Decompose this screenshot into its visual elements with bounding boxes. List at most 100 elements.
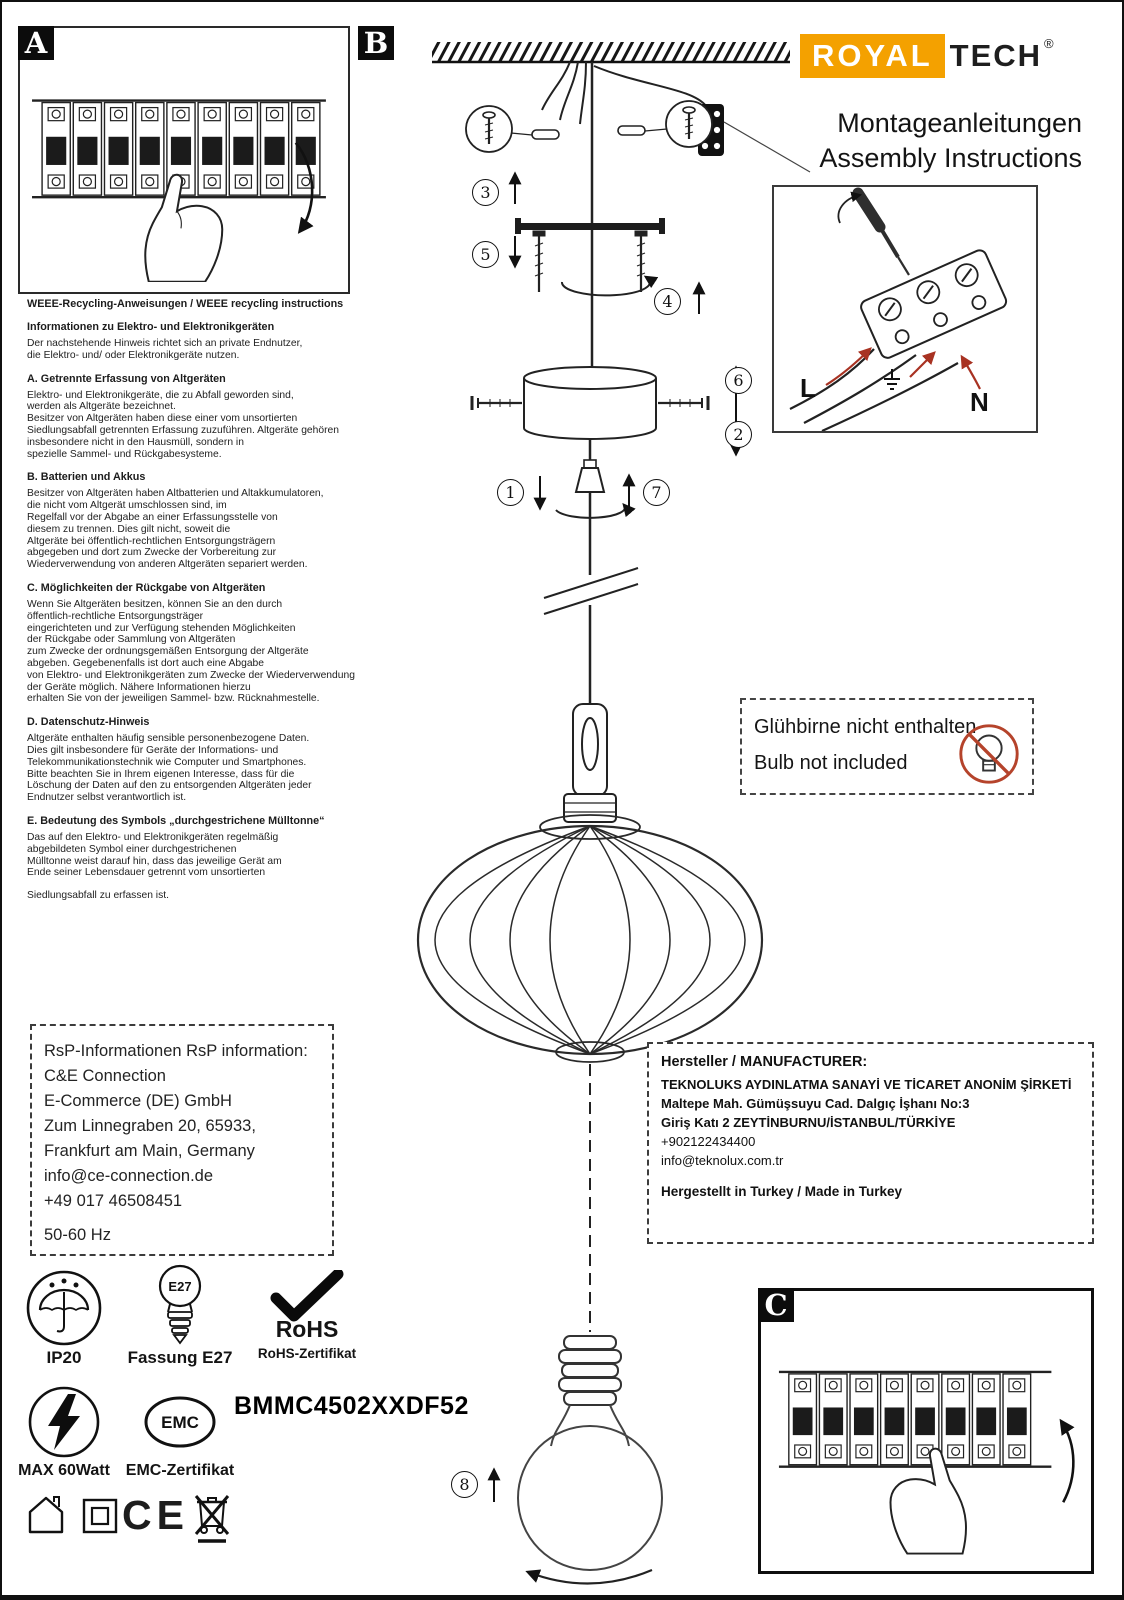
panel-c-label: C [758, 1288, 794, 1322]
house-icon [28, 1496, 64, 1534]
weee-section-body: Besitzer von Altgeräten haben Altbatteri… [27, 488, 324, 571]
wire-insert-arrows-icon [825, 347, 981, 390]
mounting-bracket-icon [515, 218, 665, 234]
weee-section-title: E. Bedeutung des Symbols „durchgestriche… [27, 814, 325, 827]
max-watt-label: MAX 60Watt [18, 1462, 110, 1479]
assembly-diagram [416, 42, 811, 1585]
bracket-screw-right-icon [634, 230, 648, 292]
curved-arrow-icon [1059, 1418, 1075, 1503]
title-german: Montageanleitungen [837, 108, 1082, 138]
canopy-screw-left-icon [470, 396, 522, 410]
weee-section-body: Das auf den Elektro- und Elektronikgerät… [27, 831, 282, 879]
bulb-not-included-box: Glühbirne nicht enthalten Bulb not inclu… [740, 698, 1034, 795]
rsp-line: Zum Linnegraben 20, 65933, [44, 1117, 256, 1135]
neutral-wire-label: N [970, 387, 989, 417]
light-bulb-icon [517, 1335, 663, 1571]
ce-mark: CE [122, 1492, 189, 1538]
product-code: BMMC4502XXDF52 [234, 1392, 469, 1420]
rotate-arrow-strain-relief-icon [555, 503, 636, 519]
page-title: Montageanleitungen Assembly Instructions [642, 106, 1082, 176]
rsp-line: +49 017 46508451 [44, 1192, 183, 1210]
bracket-screw-left-icon [532, 230, 546, 292]
step-3-badge: 3 [472, 179, 499, 206]
bulb-note-german: Glühbirne nicht enthalten [754, 716, 977, 738]
weee-section-title: C. Möglichkeiten der Rückgabe von Altger… [27, 581, 266, 594]
e27-marking: E27 [168, 1279, 191, 1294]
wiring-detail-illustration: L N [789, 187, 1008, 433]
weee-section-body: Altgeräte enthalten häufig sensible pers… [27, 733, 312, 804]
weee-section-title: A. Getrennte Erfassung von Altgeräten [27, 372, 226, 385]
step-4-badge: 4 [654, 288, 681, 315]
screw-callout-left-icon [465, 105, 560, 153]
panel-b-label: B [358, 26, 394, 60]
strain-relief-icon [574, 459, 606, 493]
breaker-illustration-a [32, 99, 326, 282]
manufacturer-line: Giriş Katı 2 ZEYTİNBURNU/İSTANBUL/TÜRKİY… [661, 1115, 956, 1130]
earth-symbol-icon [884, 369, 900, 390]
step-2-badge: 2 [725, 421, 752, 448]
max-watt-icon [28, 1386, 100, 1458]
lamp-holder-icon [563, 703, 617, 823]
rsp-line: E-Commerce (DE) GmbH [44, 1092, 232, 1110]
weee-section-body: Siedlungsabfall zu erfassen ist. [27, 890, 169, 902]
ip20-icon [26, 1270, 102, 1346]
rotate-arrow-screwdriver-icon [837, 191, 863, 224]
manufacturer-line: TEKNOLUKS AYDINLATMA SANAYİ VE TİCARET A… [661, 1077, 1072, 1092]
pointing-hand-icon [889, 1447, 967, 1555]
registered-mark-icon: ® [1044, 36, 1054, 51]
live-wire-label: L [800, 373, 816, 403]
class-ii-insulation-icon [82, 1498, 118, 1534]
cable-break-icon [543, 567, 639, 599]
rohs-cert-label: RoHS-Zertifikat [257, 1346, 357, 1361]
rsp-line: 50-60 Hz [44, 1226, 111, 1244]
manufacturer-heading: Hersteller / MANUFACTURER: [661, 1054, 868, 1070]
brand-royal: ROYAL [800, 34, 945, 78]
weee-section-title: Informationen zu Elektro- und Elektronik… [27, 321, 275, 333]
rsp-info-box: RsP-Informationen RsP information: C&E C… [30, 1024, 334, 1256]
rsp-line: Frankfurt am Main, Germany [44, 1142, 255, 1160]
step-6-badge: 6 [725, 367, 752, 394]
step-arrows [487, 171, 706, 1502]
step-5-badge: 5 [472, 241, 499, 268]
connector-wire [593, 65, 707, 107]
rotate-arrow-bracket-icon [561, 275, 659, 297]
breaker-illustration-c [778, 1370, 1075, 1555]
ceiling-hatch-icon [432, 42, 790, 64]
manufacturer-line: Maltepe Mah. Gümüşsuyu Cad. Dalgıç İşhan… [661, 1096, 970, 1111]
bulb-note-english: Bulb not included [754, 752, 908, 774]
ip20-label: IP20 [46, 1348, 82, 1367]
rotate-arrow-bulb-icon [525, 1568, 653, 1585]
lantern-shade-icon [416, 814, 764, 1063]
panel-a: A [18, 26, 350, 294]
brand-tech: TECH [949, 38, 1043, 73]
manufacturer-box: Hersteller / MANUFACTURER: TEKNOLUKS AYD… [647, 1042, 1094, 1244]
screw-callout-right-icon [617, 100, 713, 148]
weee-section-body: Der nachstehende Hinweis richtet sich an… [27, 338, 303, 361]
step-1-badge: 1 [497, 479, 524, 506]
manufacturer-phone: +902122434400 [661, 1134, 756, 1149]
weee-section-title: D. Datenschutz-Hinweis [27, 716, 150, 729]
e27-label: Fassung E27 [127, 1348, 233, 1367]
panel-a-label: A [18, 26, 54, 60]
screwdriver-icon [852, 187, 910, 276]
emc-cert-label: EMC-Zertifikat [125, 1462, 235, 1479]
pointing-hand-icon [144, 173, 224, 282]
weee-section-body: Elektro- und Elektronikgeräte, die zu Ab… [27, 389, 339, 460]
manufacturer-email: info@teknolux.com.tr [661, 1153, 784, 1168]
manufacturer-footer: Hergestellt in Turkey / Made in Turkey [661, 1184, 903, 1199]
weee-section-title: B. Batterien und Akkus [27, 471, 146, 484]
title-english: Assembly Instructions [819, 143, 1082, 173]
rsp-line: info@ce-connection.de [44, 1167, 214, 1185]
rohs-check-icon [270, 1270, 344, 1322]
terminal-connector-icon [698, 104, 811, 173]
weee-section-body: Wenn Sie Altgeräten besitzen, können Sie… [27, 598, 355, 705]
brand-logo: ROYAL TECH ® [800, 34, 1054, 78]
no-bulb-icon [959, 724, 1019, 784]
terminal-block-icon [860, 249, 1008, 359]
canopy-screw-right-icon [658, 396, 710, 410]
curved-arrow-icon [294, 141, 314, 234]
weee-section: WEEE-Recycling-Anweisungen / WEEE recycl… [27, 298, 405, 902]
ceiling-canopy-icon [523, 366, 657, 440]
panel-c: C [758, 1288, 1094, 1574]
emc-icon: EMC [144, 1396, 216, 1448]
